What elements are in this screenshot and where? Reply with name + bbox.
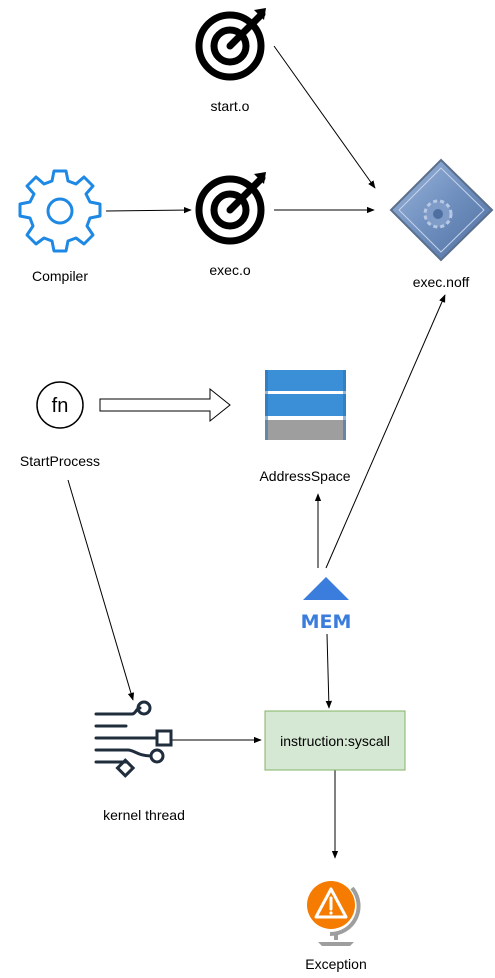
mem-icon-text: MEM <box>301 611 352 633</box>
executable-file-icon <box>389 158 494 262</box>
node-address-space[interactable]: AddressSpace <box>259 370 351 484</box>
node-kernel-thread[interactable]: kernel thread <box>94 700 185 823</box>
node-exec-o[interactable]: exec.o <box>195 172 266 278</box>
function-icon: fn <box>36 381 84 429</box>
node-label: Exception <box>305 956 366 972</box>
edge-startprocess-to-kernel-thread <box>67 479 135 701</box>
memory-layers-icon <box>265 370 346 440</box>
node-exec-noff[interactable]: exec.noff <box>389 158 494 290</box>
mem-icon: MEM <box>301 577 352 633</box>
node-instruction-syscall[interactable]: instruction:syscall <box>264 710 406 771</box>
node-label: exec.noff <box>413 274 470 290</box>
node-start-process[interactable]: fn StartProcess <box>20 381 100 469</box>
node-label: kernel thread <box>103 807 185 823</box>
edge-mem-to-instruction <box>325 633 333 709</box>
node-mem[interactable]: MEM <box>301 577 352 633</box>
node-label: instruction:syscall <box>280 733 390 749</box>
function-icon-text: fn <box>52 395 69 417</box>
edges <box>67 45 446 859</box>
edge-mem-to-exec-noff <box>325 294 446 569</box>
node-start-o[interactable]: start.o <box>195 8 266 114</box>
node-compiler[interactable]: Compiler <box>18 169 102 284</box>
node-label: StartProcess <box>20 453 100 469</box>
warning-globe-icon <box>307 881 361 946</box>
node-label: start.o <box>211 98 250 114</box>
gear-icon <box>18 169 102 253</box>
edge-compiler-to-exec-o <box>105 206 192 214</box>
network-threads-icon <box>94 700 173 778</box>
node-exception[interactable]: Exception <box>305 881 367 972</box>
node-label: Compiler <box>32 268 88 284</box>
target-icon <box>195 8 266 81</box>
node-label: AddressSpace <box>259 468 350 484</box>
block-arrow-startprocess-to-addressspace <box>99 387 231 423</box>
edge-start-o-to-exec-noff <box>273 45 376 189</box>
target-icon <box>195 172 266 245</box>
node-label: exec.o <box>209 262 250 278</box>
instruction-box <box>264 710 406 771</box>
